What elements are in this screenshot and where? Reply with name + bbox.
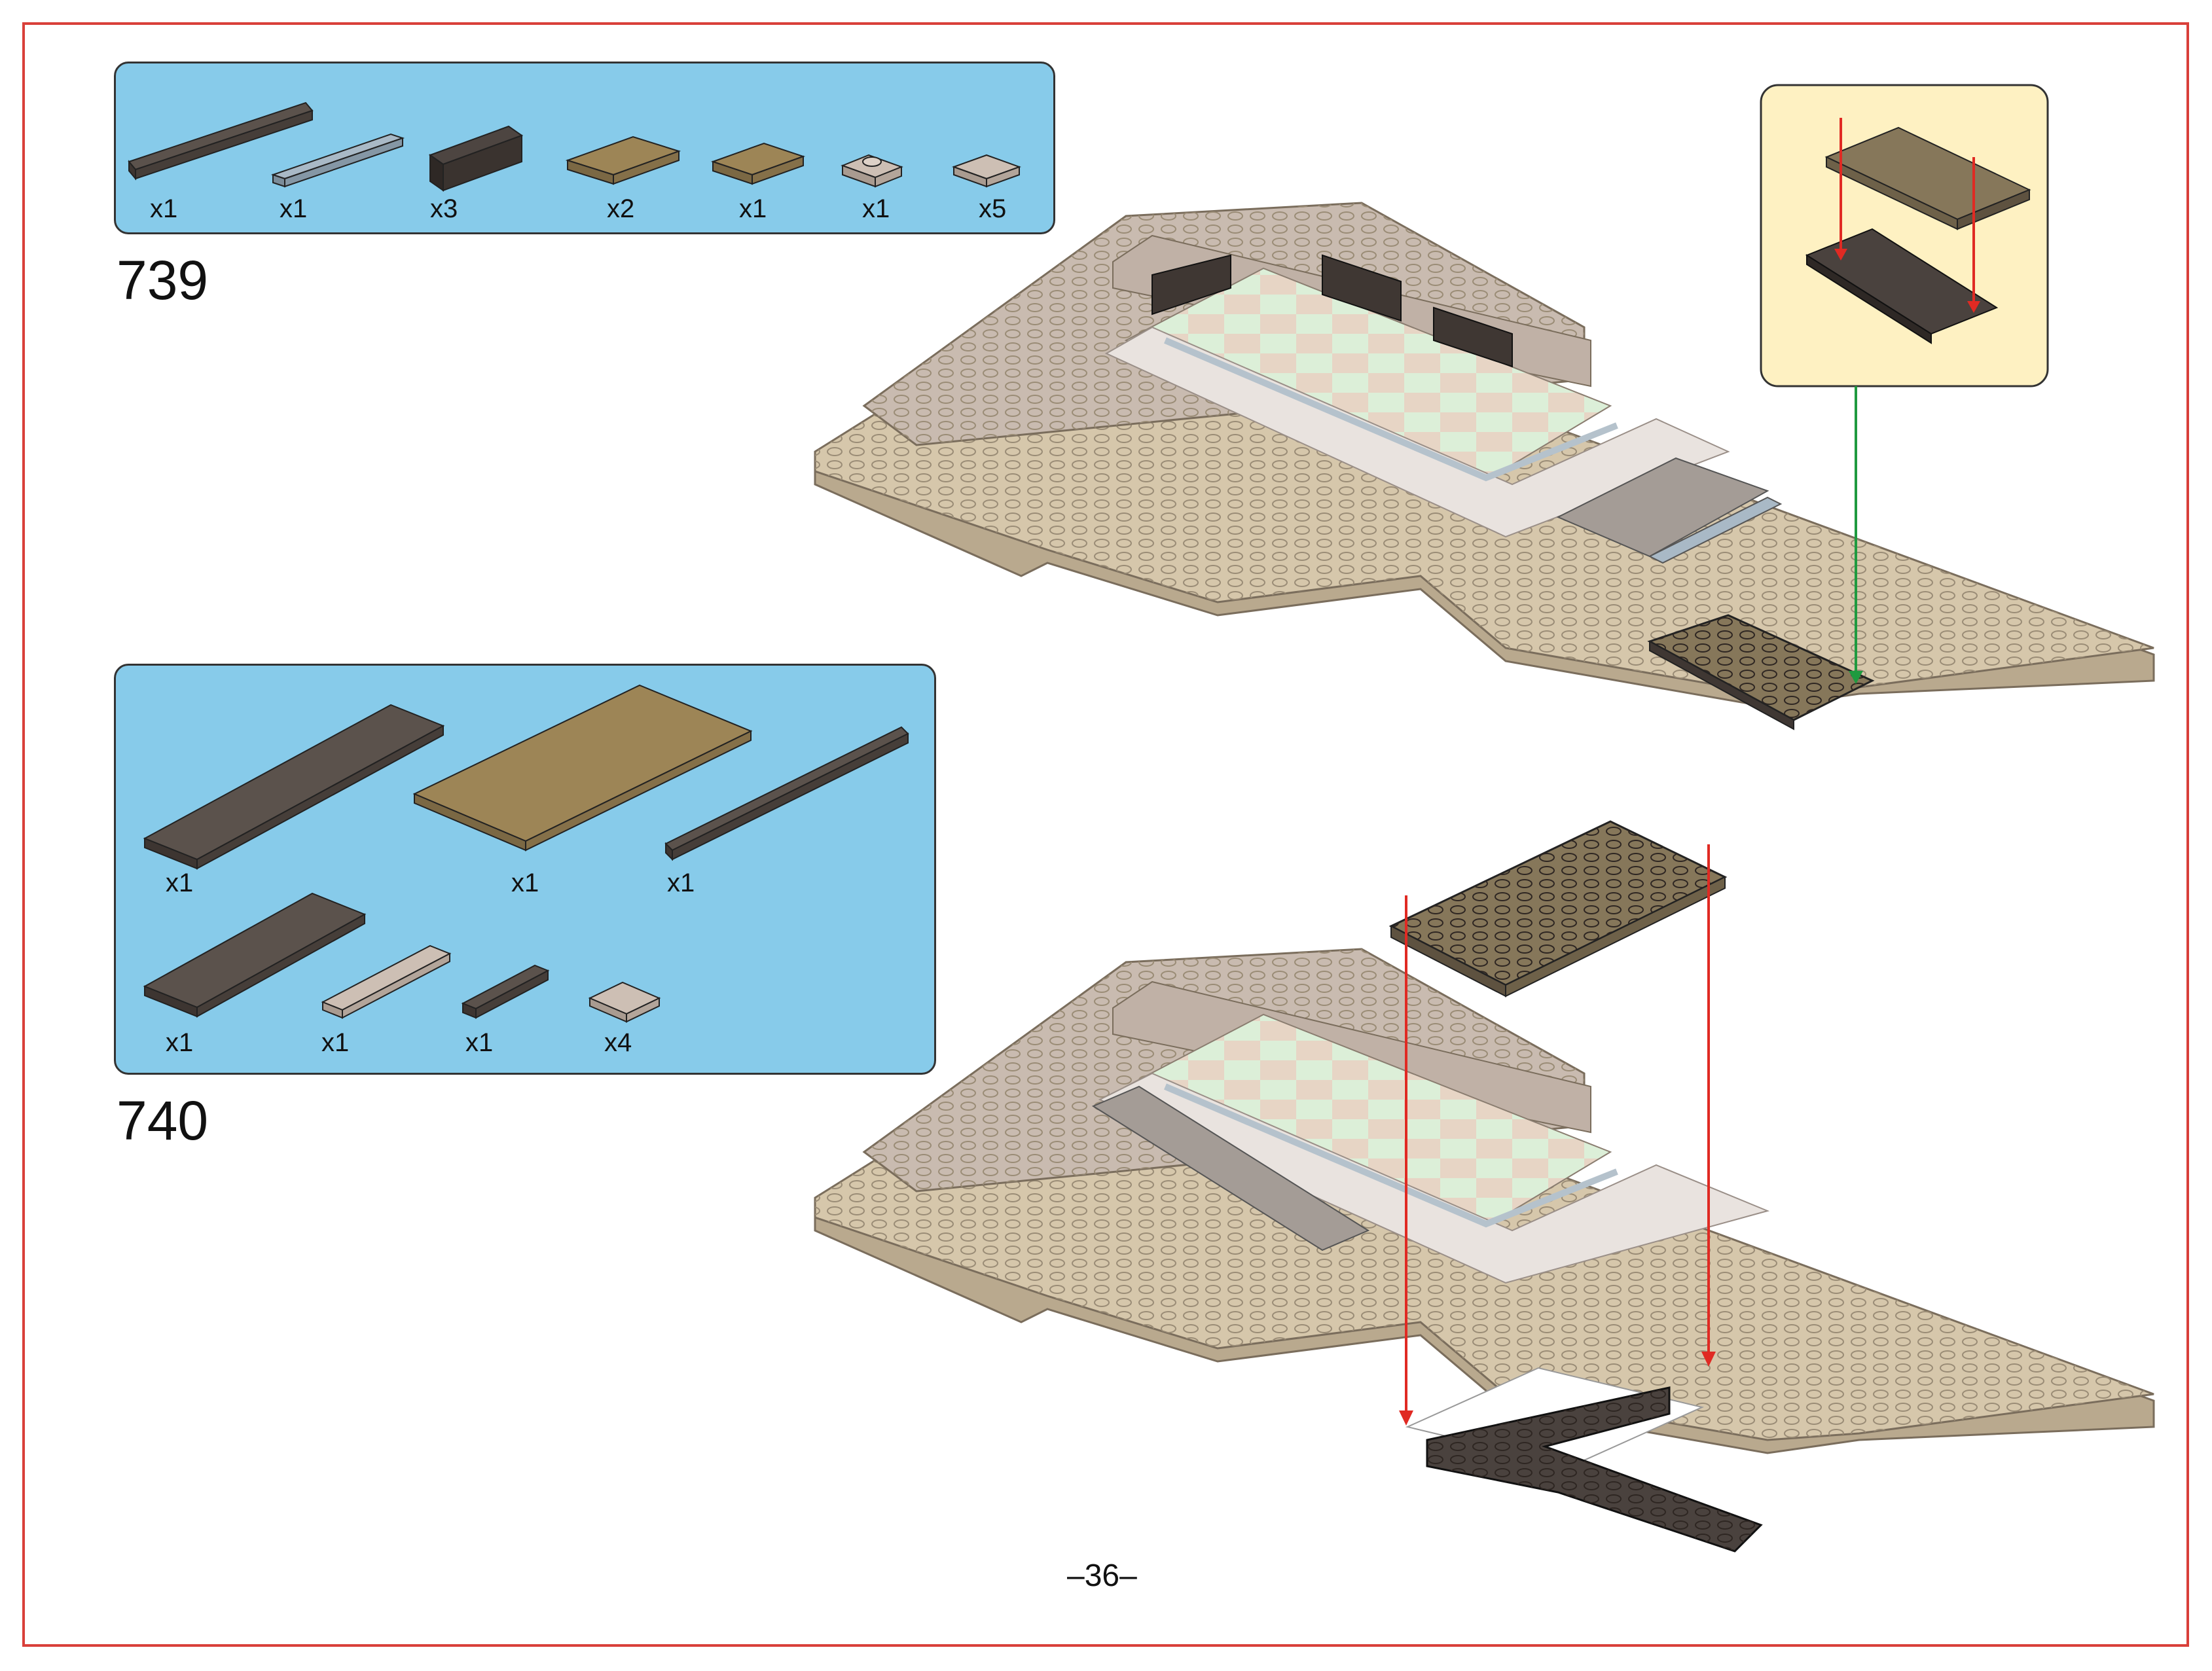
part-740-6-qty: x1 [465,1028,494,1057]
part-740-7-qty: x4 [604,1028,632,1057]
step-number-740: 740 [117,1090,209,1151]
model-740 [814,820,2155,1553]
part-740-3-icon [664,726,909,861]
part-739-1-qty: x1 [150,194,178,223]
part-739-7-icon [952,154,1021,188]
part-739-5-qty: x1 [739,194,767,223]
part-739-2-icon [270,133,405,188]
part-739-7-qty: x5 [979,194,1007,223]
part-740-3-qty: x1 [667,869,695,897]
part-739-1-icon [128,101,314,181]
part-739-5-icon [710,142,806,185]
part-739-2-qty: x1 [280,194,308,223]
part-740-5-qty: x1 [321,1028,350,1057]
part-740-1-qty: x1 [166,869,194,897]
part-739-4-icon [565,135,681,185]
callout-739 [1760,84,2049,684]
page-number: –36– [1067,1558,1137,1593]
part-739-6-icon [841,154,903,188]
part-739-3-qty: x3 [430,194,458,223]
part-740-5-icon [321,944,452,1019]
parts-illustrations-739 [128,101,1021,192]
part-740-4-qty: x1 [166,1028,194,1057]
part-740-4-icon [143,892,367,1018]
part-740-2-qty: x1 [511,869,539,897]
part-740-7-icon [588,981,661,1023]
model-739 [814,202,2155,730]
step-number-739: 739 [117,249,209,311]
part-739-4-qty: x2 [607,194,635,223]
part-740-1-icon [143,704,445,870]
part-740-6-icon [461,964,550,1019]
part-740-2-icon [412,684,753,852]
parts-panel-740: x1 x1 x1 x1 x1 x1 x4 [114,664,936,1075]
part-739-3-icon [428,125,524,192]
parts-illustrations-740 [143,684,909,1023]
part-739-6-qty: x1 [862,194,890,223]
parts-panel-739: x1 x1 x3 x2 x1 x1 x5 [114,62,1055,234]
page-border [22,22,2189,1647]
